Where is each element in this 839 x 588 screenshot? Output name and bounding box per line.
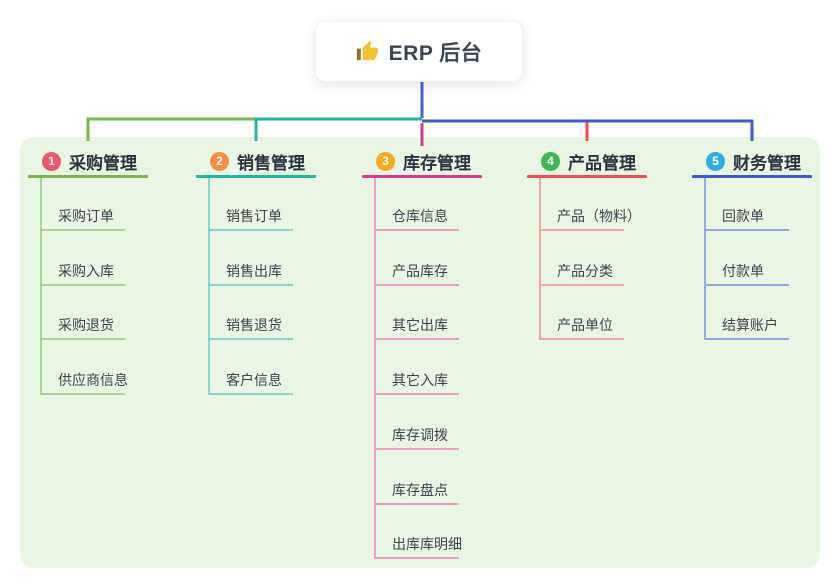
thumbs-up-icon [356,40,378,61]
child-underline [40,284,125,286]
child-underline [208,338,293,340]
branch-label: 产品管理 [568,153,636,173]
branch-number-badge: 2 [210,151,229,171]
child-node[interactable]: 产品库存 [392,263,448,279]
branch-underline [527,175,647,178]
branch-label: 库存管理 [403,153,471,173]
child-connector-line [704,178,706,341]
child-underline [374,503,459,505]
child-underline [704,229,789,231]
branch-node-4[interactable]: 4 产品管理 [541,150,636,173]
branches-panel [20,137,820,568]
child-node[interactable]: 仓库信息 [392,208,448,224]
child-node[interactable]: 采购入库 [58,263,114,279]
child-node[interactable]: 供应商信息 [58,372,128,388]
child-underline [374,393,459,395]
child-connector-line [374,178,376,560]
child-underline [374,338,459,340]
child-underline [374,229,459,231]
child-node[interactable]: 结算账户 [722,317,778,333]
branch-underline [692,175,812,178]
child-node[interactable]: 回款单 [722,208,764,224]
child-node[interactable]: 库存盘点 [392,482,448,498]
child-node[interactable]: 其它入库 [392,372,448,388]
branch-underline [28,175,148,178]
child-underline [208,229,293,231]
child-underline [704,338,789,340]
child-underline [40,338,125,340]
branch-number-badge: 5 [706,151,725,171]
child-underline [374,557,459,559]
child-node[interactable]: 销售订单 [226,208,282,224]
child-connector-line [40,178,42,396]
child-node[interactable]: 采购订单 [58,208,114,224]
child-node[interactable]: 产品单位 [557,317,613,333]
child-underline [539,338,624,340]
child-connector-line [539,178,541,341]
child-underline [208,284,293,286]
branch-underline [196,175,316,178]
child-node[interactable]: 销售出库 [226,263,282,279]
child-node[interactable]: 采购退货 [58,317,114,333]
child-node[interactable]: 付款单 [722,263,764,279]
child-underline [704,284,789,286]
child-underline [208,393,293,395]
child-node[interactable]: 其它出库 [392,317,448,333]
child-connector-line [208,178,210,396]
child-node[interactable]: 销售退货 [226,317,282,333]
child-node[interactable]: 产品分类 [557,263,613,279]
child-underline [374,284,459,286]
child-underline [40,393,125,395]
child-node[interactable]: 客户信息 [226,372,282,388]
child-node[interactable]: 产品（物料） [557,208,641,224]
branch-number-badge: 4 [541,151,560,171]
branch-label: 销售管理 [237,153,305,173]
root-node-label: ERP 后台 [388,41,483,65]
branch-underline [362,175,482,178]
child-underline [374,448,459,450]
child-node[interactable]: 出库库明细 [392,536,462,552]
branch-label: 财务管理 [733,153,801,173]
branch-node-5[interactable]: 5 财务管理 [706,150,801,173]
branch-node-2[interactable]: 2 销售管理 [210,150,305,173]
branch-node-3[interactable]: 3 库存管理 [376,150,471,173]
root-node[interactable]: ERP 后台 [315,21,523,82]
branch-number-badge: 1 [42,151,61,171]
branch-number-badge: 3 [376,151,395,171]
child-underline [40,229,125,231]
child-node[interactable]: 库存调拨 [392,427,448,443]
child-underline [539,229,624,231]
branch-label: 采购管理 [69,153,137,173]
child-underline [539,284,624,286]
branch-node-1[interactable]: 1 采购管理 [42,150,137,173]
